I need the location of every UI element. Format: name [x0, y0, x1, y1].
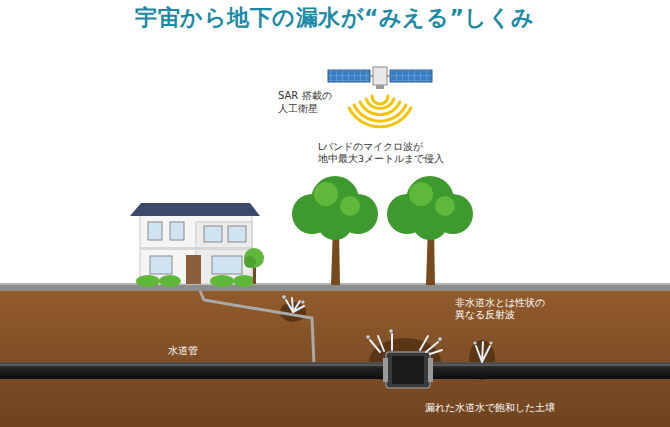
microwave	[366, 99, 394, 109]
house	[212, 256, 242, 274]
pipe-label: 水道管	[168, 344, 198, 357]
pipe-joint	[392, 356, 424, 384]
house	[186, 255, 201, 284]
title: 宇宙から地下の漏水が“みえる”しくみ	[135, 4, 535, 33]
tree	[409, 182, 433, 206]
leak-splash	[286, 298, 304, 312]
water-drop	[473, 341, 476, 344]
house	[148, 222, 162, 240]
soil	[0, 290, 670, 427]
tree	[292, 176, 378, 285]
tree	[387, 176, 473, 285]
microwave-label: Lバンドのマイクロ波が 地中最大3メートルまで侵入	[318, 141, 444, 166]
water-pipe	[0, 365, 670, 366]
house	[150, 256, 172, 274]
service-pipe	[200, 291, 314, 364]
water-drop	[282, 295, 286, 299]
satellite	[376, 85, 384, 89]
leak-splash	[476, 342, 490, 362]
reflection-label: 非水道水とは性状の 異なる反射波	[455, 297, 545, 322]
house	[228, 226, 246, 242]
house	[170, 222, 184, 240]
house	[196, 222, 252, 284]
house	[130, 203, 260, 216]
water-drop	[389, 329, 393, 333]
house	[140, 214, 252, 284]
small-tree	[244, 248, 264, 284]
pipe-joint	[428, 358, 433, 382]
water-drop	[489, 341, 492, 344]
satellite-label: SAR 搭載の 人工衛星	[278, 89, 340, 115]
bush	[159, 275, 181, 287]
microwave	[349, 108, 411, 127]
satellite	[328, 67, 432, 89]
bush	[210, 275, 234, 287]
soil	[0, 290, 670, 427]
bush	[136, 275, 255, 287]
small-tree	[244, 256, 256, 268]
microwave	[372, 96, 388, 104]
satellite	[373, 67, 387, 85]
water-pipe	[0, 362, 670, 379]
bush	[233, 275, 255, 287]
tree	[314, 182, 338, 206]
leak-splash	[370, 334, 442, 354]
satellite	[390, 70, 432, 82]
water-drop	[366, 335, 370, 339]
microwave	[360, 102, 400, 115]
pipe-joint	[386, 352, 430, 388]
pipe-joint	[383, 352, 433, 388]
soil-label: 漏れた水道水で飽和した土壌	[425, 402, 555, 414]
house	[204, 226, 222, 242]
water-drop	[438, 337, 442, 341]
microwave	[349, 96, 411, 127]
tree	[340, 196, 360, 216]
bush	[136, 275, 160, 287]
house	[130, 203, 260, 284]
house	[140, 247, 252, 250]
service-pipe	[200, 291, 314, 364]
small-tree	[244, 248, 264, 268]
tree	[435, 196, 455, 216]
water-drop	[301, 300, 304, 303]
microwave	[354, 105, 406, 121]
pipe-joint	[383, 358, 388, 382]
satellite	[328, 70, 370, 82]
water-pipe	[0, 362, 670, 379]
